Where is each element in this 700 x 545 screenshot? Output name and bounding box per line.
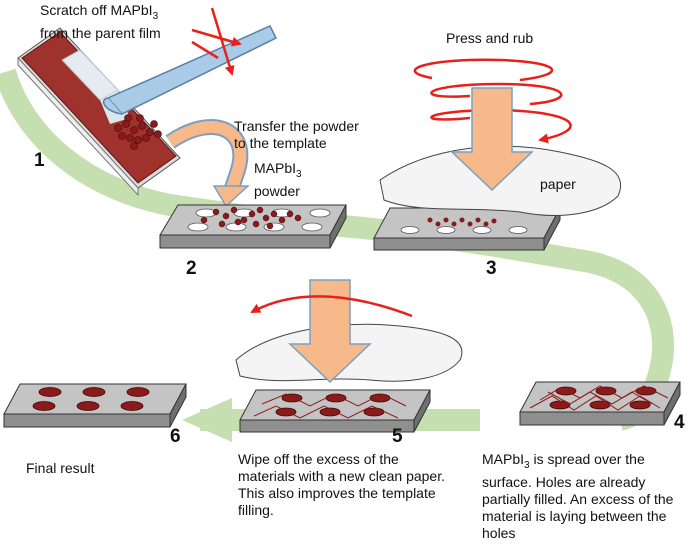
step-number-1: 1 <box>34 150 45 171</box>
press-arrow-step3 <box>450 87 534 192</box>
wipe-arrow-icon <box>250 295 413 318</box>
template-step5 <box>239 389 431 433</box>
template-step4 <box>519 381 681 426</box>
template-step3 <box>373 207 561 251</box>
template-step2 <box>159 204 347 249</box>
press-arrow-step5 <box>288 279 372 384</box>
step-number-6: 6 <box>170 426 181 447</box>
step-number-5: 5 <box>392 426 403 447</box>
final-result-label: Final result <box>26 460 95 476</box>
step-number-2: 2 <box>186 258 197 279</box>
step-number-4: 4 <box>674 412 685 433</box>
transfer-arrow <box>165 119 250 208</box>
template-step6 <box>3 383 187 428</box>
scraped-powder <box>114 114 162 150</box>
spatula-icon <box>102 7 278 115</box>
paper-label: paper <box>540 176 576 192</box>
press-rub-label: Press and rub <box>446 30 534 46</box>
spread-label: MAPbI3 is spread over the surface. Holes… <box>482 451 674 541</box>
powder-label: MAPbI3 powder <box>254 160 302 199</box>
step-number-3: 3 <box>486 258 497 279</box>
scratch-label: Scratch off MAPbI3 from the parent film <box>40 2 161 41</box>
